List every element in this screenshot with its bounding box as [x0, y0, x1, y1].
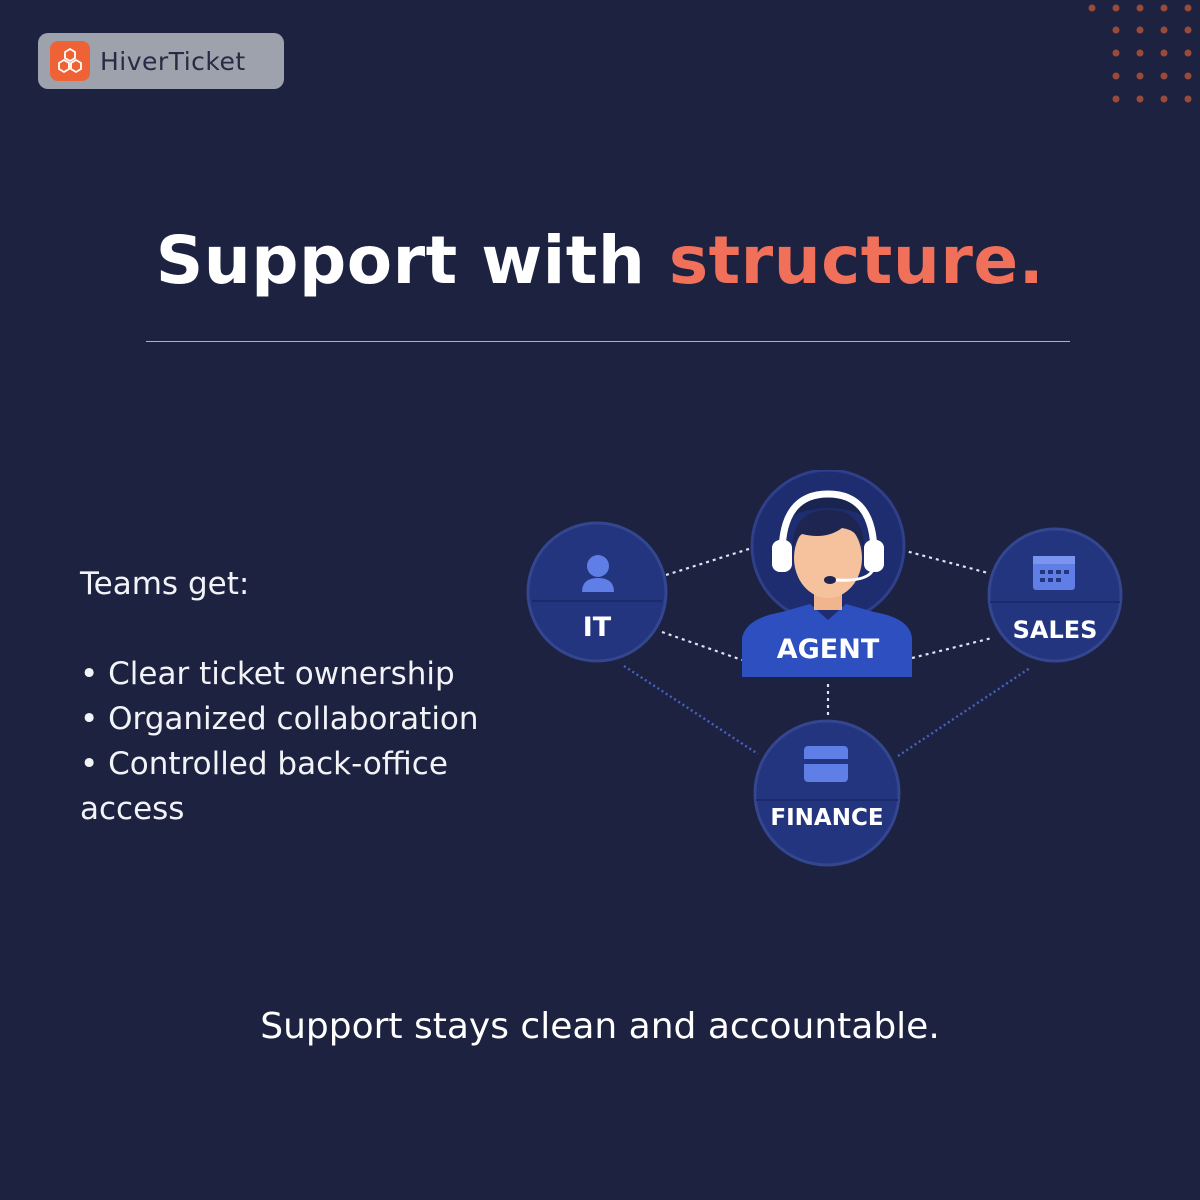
- node-it: IT: [526, 521, 668, 663]
- connector-lines: [661, 546, 993, 718]
- node-sales: SALES: [987, 527, 1123, 663]
- hexagon-cluster-icon: [50, 41, 90, 81]
- teams-heading: Teams get:: [80, 566, 250, 602]
- headline-accent: structure.: [668, 222, 1045, 299]
- list-item: • Clear ticket ownership: [80, 656, 455, 692]
- user-icon: [582, 555, 614, 592]
- divider: [146, 341, 1070, 342]
- team-network-diagram: IT SALES FINANCE: [526, 470, 1123, 867]
- teams-list: • Clear ticket ownership • Organized col…: [80, 652, 560, 832]
- footer-text: Support stays clean and accountable.: [260, 1006, 940, 1047]
- calendar-icon: [1033, 556, 1075, 590]
- node-it-label: IT: [583, 612, 612, 643]
- headline: Support with structure.: [0, 222, 1200, 299]
- node-sales-label: SALES: [1013, 616, 1098, 644]
- brand-name: HiverTicket: [100, 46, 246, 76]
- node-agent: AGENT: [742, 470, 912, 677]
- headset-icon: [772, 490, 884, 584]
- list-item: • Controlled back-office access: [80, 746, 448, 827]
- node-finance-label: FINANCE: [770, 805, 883, 831]
- node-finance: FINANCE: [753, 719, 901, 867]
- headline-text: Support with: [155, 222, 669, 299]
- node-agent-label: AGENT: [777, 634, 880, 665]
- brand-badge: HiverTicket: [38, 33, 284, 89]
- teams-block: Teams get: • Clear ticket ownership • Or…: [80, 562, 560, 832]
- list-item: • Organized collaboration: [80, 701, 479, 737]
- card-icon: [804, 746, 848, 782]
- decorative-dot-grid: [1088, 4, 1192, 103]
